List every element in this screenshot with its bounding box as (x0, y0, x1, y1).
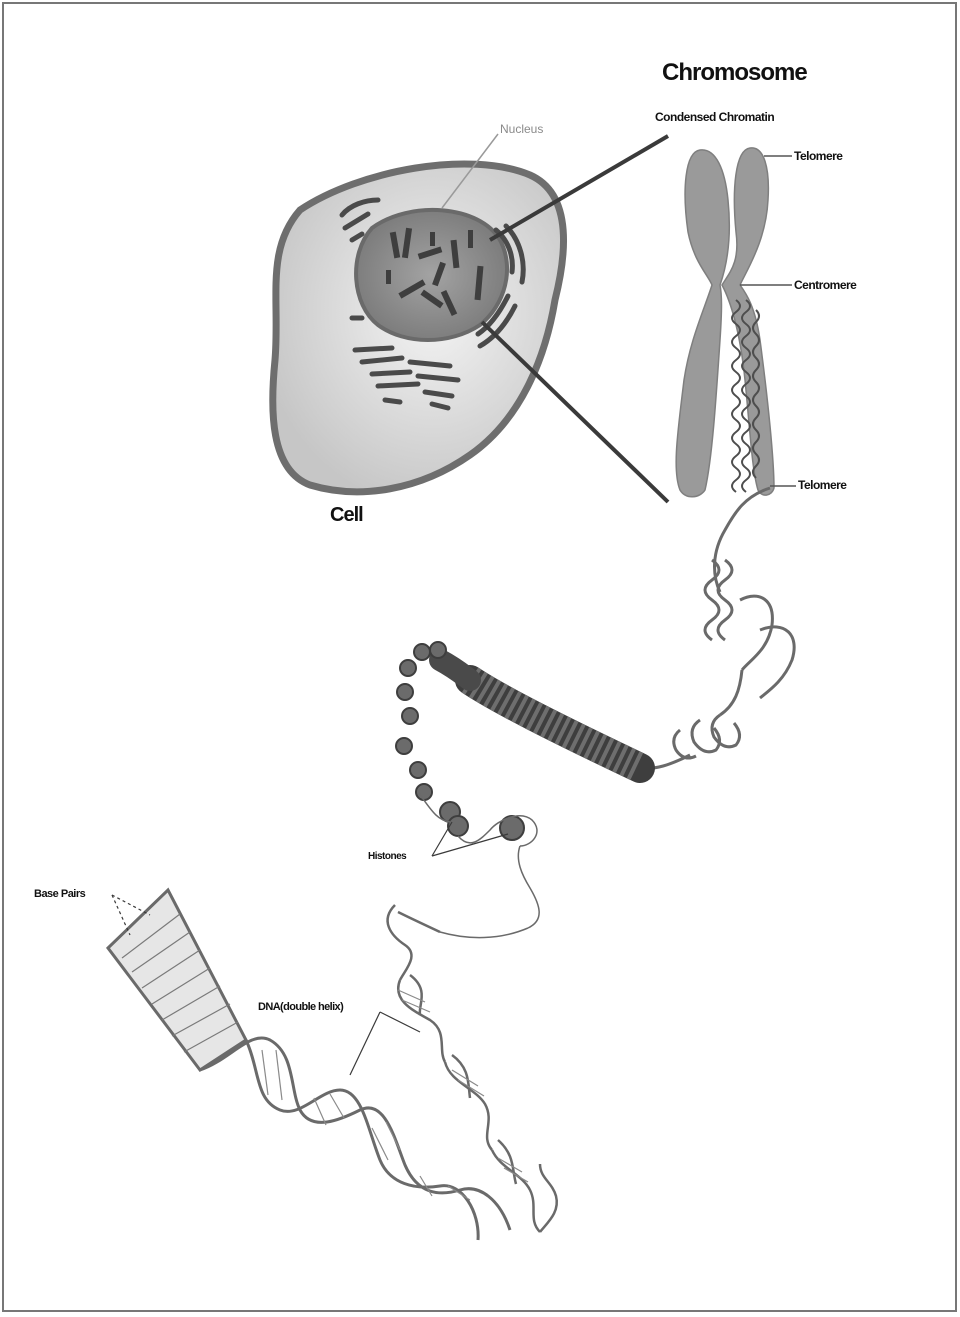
dna-leader-1 (350, 1012, 380, 1075)
dna-double-helix-label: DNA(double helix) (258, 1001, 344, 1013)
telomere-bottom-label: Telomere (798, 478, 847, 492)
nucleus (356, 210, 507, 340)
chromatin-fiber (640, 488, 794, 768)
condensed-chromatin-label: Condensed Chromatin (655, 110, 774, 124)
dna-helix-right (388, 905, 557, 1232)
nucleus-label: Nucleus (500, 122, 543, 136)
centromere-label: Centromere (794, 278, 857, 292)
base-pairs-label: Base Pairs (34, 888, 86, 900)
dna-helix-left (108, 890, 510, 1240)
base-pairs-leader-2 (112, 895, 130, 935)
chromosome-illustration (676, 148, 774, 497)
base-pairs-leader-1 (112, 895, 150, 915)
cell-illustration (273, 164, 564, 492)
histones-label: Histones (368, 851, 407, 862)
chromatid-left (676, 150, 729, 497)
chromatid-right (722, 148, 774, 495)
solenoid-fiber (440, 660, 640, 768)
telomere-top-label: Telomere (794, 149, 843, 163)
linker-dna (418, 792, 539, 938)
cell-label: Cell (330, 504, 363, 526)
chromosome-title: Chromosome (662, 59, 807, 86)
dna-leader-2 (380, 1012, 420, 1032)
